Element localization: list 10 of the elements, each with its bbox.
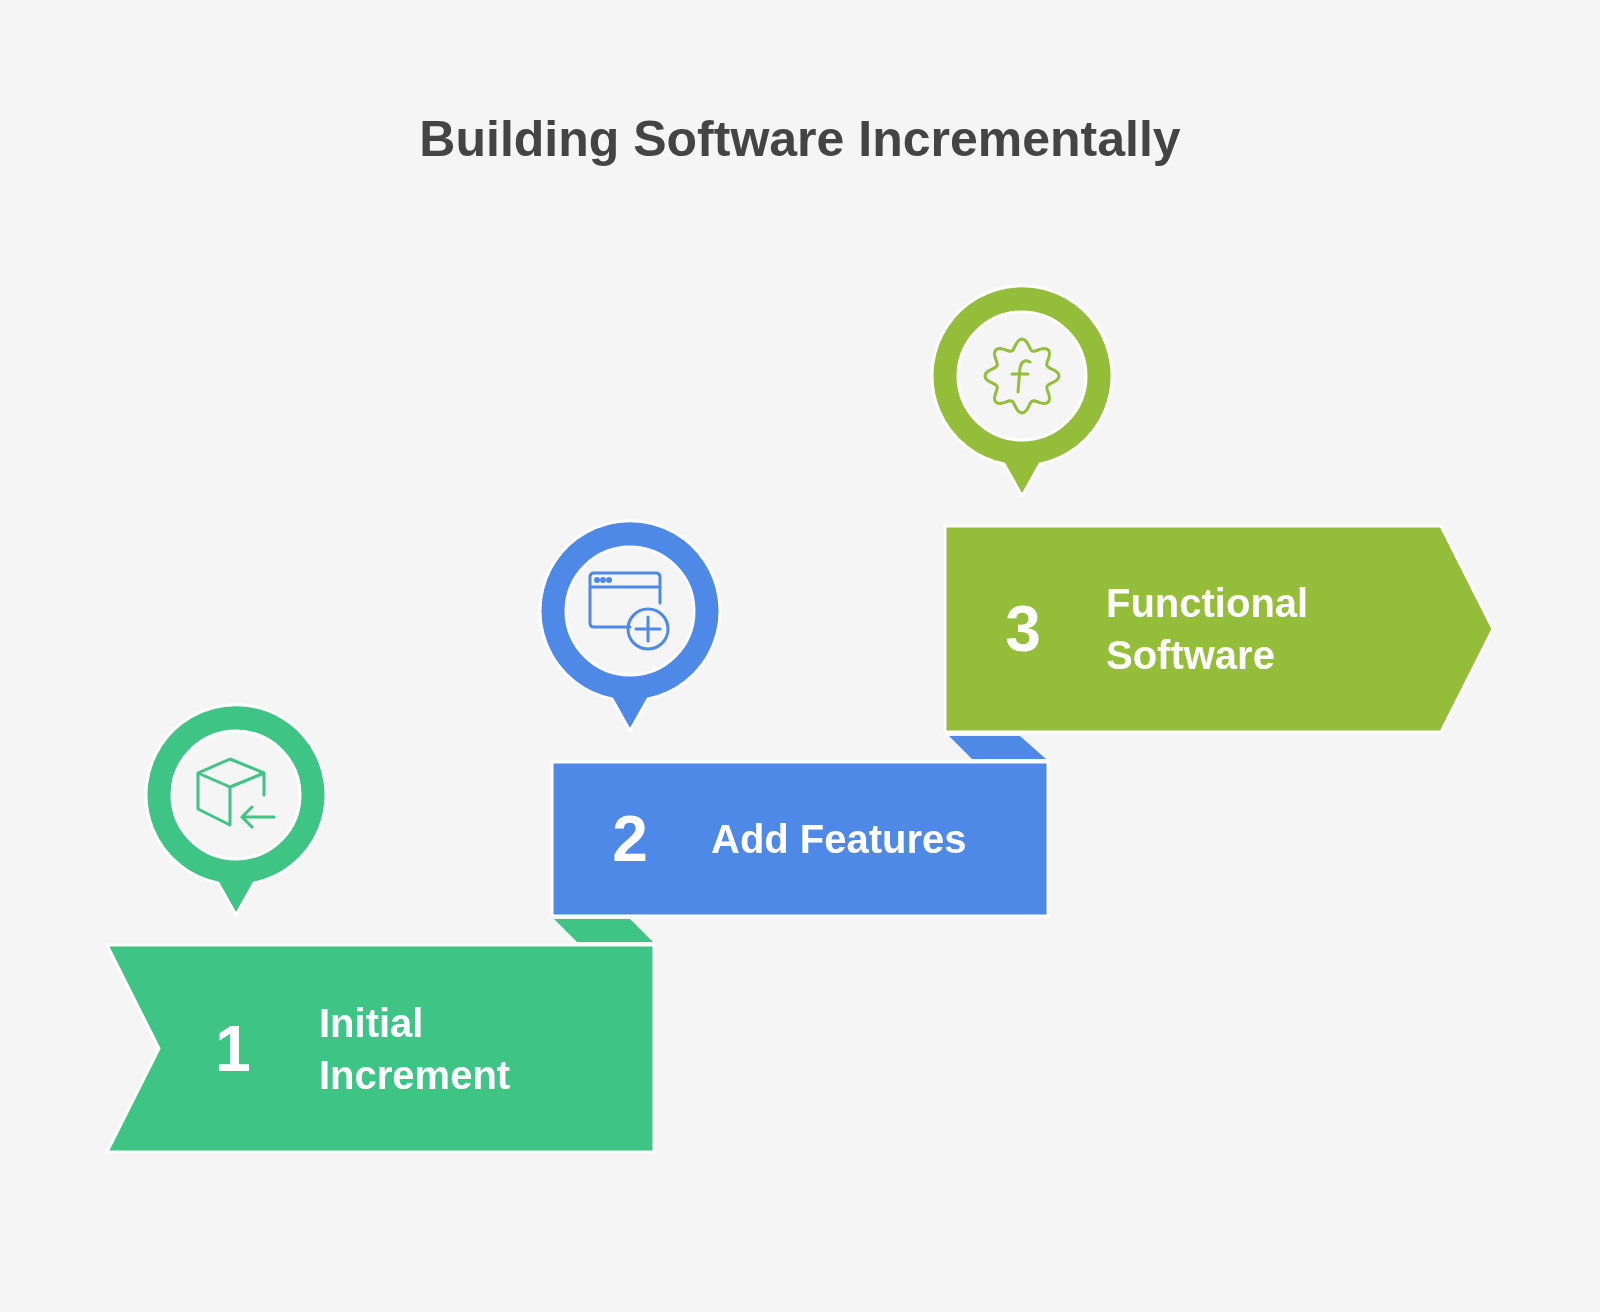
step-label: Add Features xyxy=(711,816,968,863)
title: Building Software Incrementally xyxy=(418,110,1182,168)
step-label: Initial Increment xyxy=(319,999,512,1099)
step-number: 3 xyxy=(1005,592,1041,666)
step-number: 2 xyxy=(612,802,648,876)
step-label: Functional Software xyxy=(1106,580,1310,679)
step-banner xyxy=(107,945,654,1152)
step-banner xyxy=(552,762,1048,916)
step-number: 1 xyxy=(215,1011,251,1086)
step-banner xyxy=(945,526,1493,732)
